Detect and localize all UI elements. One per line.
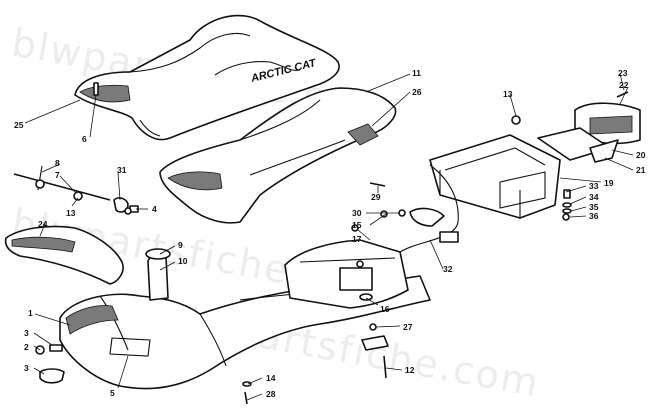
callout-2: 2 [24, 342, 29, 352]
callout-24: 24 [38, 219, 48, 229]
callout-1: 1 [28, 308, 33, 318]
callout-29: 29 [371, 192, 381, 202]
callout-34: 34 [589, 192, 599, 202]
tail-light [537, 91, 641, 163]
callout-labels: 1 2 3 3 4 5 6 7 8 9 10 11 12 13 13 14 15… [14, 68, 646, 399]
fasteners [35, 82, 572, 405]
callout-14: 14 [266, 373, 276, 383]
callout-11: 11 [412, 68, 421, 78]
callout-10: 10 [178, 256, 188, 266]
callout-13: 13 [503, 89, 513, 99]
callout-27: 27 [403, 322, 413, 332]
wiring-harness [399, 164, 459, 253]
callout-23: 23 [618, 68, 628, 78]
center-console [284, 239, 409, 309]
callout-20: 20 [636, 150, 646, 160]
callout-15: 15 [352, 220, 362, 230]
callout-9: 9 [178, 240, 183, 250]
lower-seat [159, 87, 397, 224]
callout-5: 5 [110, 388, 115, 398]
callout-3: 3 [24, 363, 29, 373]
callout-31: 31 [117, 165, 127, 175]
callout-25: 25 [14, 120, 24, 130]
callout-19: 19 [604, 178, 614, 188]
callout-28: 28 [266, 389, 276, 399]
callout-22: 22 [619, 80, 629, 90]
callout-12: 12 [405, 365, 415, 375]
callout-8: 8 [55, 158, 60, 168]
callout-3: 3 [24, 328, 29, 338]
rear-rack [429, 134, 561, 219]
side-panel [4, 225, 124, 285]
callout-32: 32 [443, 264, 453, 274]
callout-13: 13 [66, 208, 76, 218]
leader-lines [24, 73, 634, 401]
callout-6: 6 [82, 134, 87, 144]
callout-33: 33 [589, 181, 599, 191]
callout-26: 26 [412, 87, 422, 97]
callout-17: 17 [352, 234, 362, 244]
upper-seat: ARCTIC CAT [74, 14, 340, 141]
callout-4: 4 [152, 204, 157, 214]
callout-7: 7 [55, 170, 60, 180]
callout-16: 16 [380, 304, 390, 314]
callout-36: 36 [589, 211, 599, 221]
callout-35: 35 [589, 202, 599, 212]
callout-21: 21 [636, 165, 646, 175]
callout-30: 30 [352, 208, 362, 218]
